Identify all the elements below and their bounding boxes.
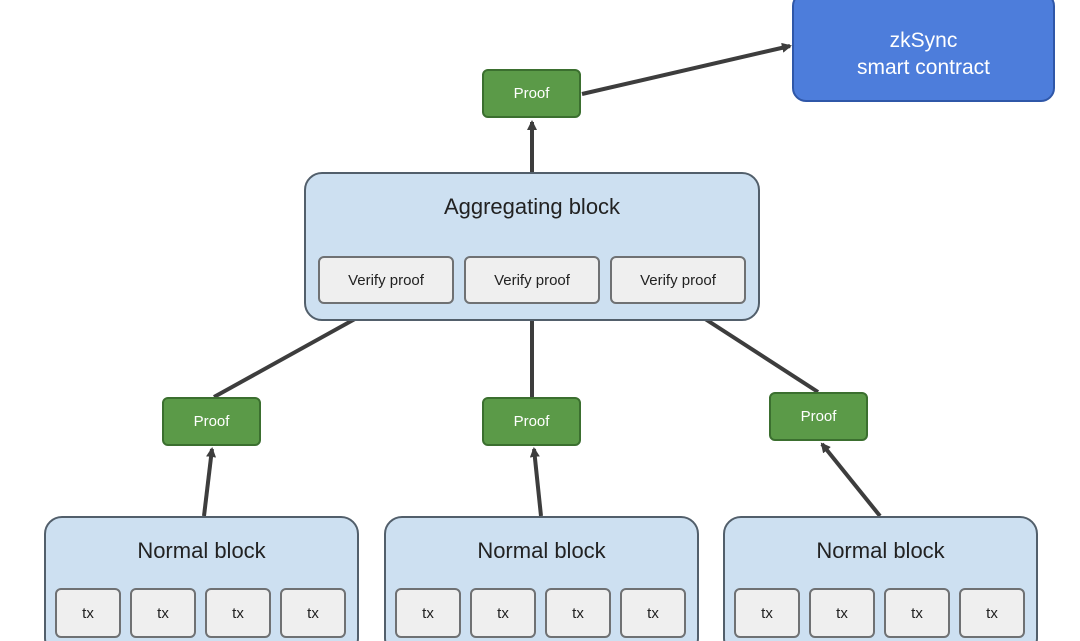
normal-block-middle: Normal block tx tx tx tx — [384, 516, 699, 641]
arrow-normal-left-to-proof — [202, 447, 217, 517]
tx-node: tx — [545, 588, 611, 638]
normal-block-title: Normal block — [816, 538, 945, 563]
tx-label: tx — [572, 604, 584, 622]
normal-block-right: Normal block tx tx tx tx — [723, 516, 1038, 641]
tx-label: tx — [911, 604, 923, 622]
right-proof-node: Proof — [769, 392, 868, 441]
proof-label: Proof — [513, 85, 550, 102]
verify-proof-node: Verify proof — [318, 256, 454, 304]
normal-block-title: Normal block — [137, 538, 266, 563]
aggregating-block-title: Aggregating block — [443, 194, 621, 219]
verify-proof-label: Verify proof — [348, 271, 424, 289]
verify-proof-node: Verify proof — [464, 256, 600, 304]
verify-proof-node: Verify proof — [610, 256, 746, 304]
tx-label: tx — [232, 604, 244, 622]
proof-label: Proof — [800, 408, 837, 425]
normal-block-left: Normal block tx tx tx tx — [44, 516, 359, 641]
tx-label: tx — [761, 604, 773, 622]
tx-label: tx — [82, 604, 94, 622]
verify-proof-label: Verify proof — [640, 271, 716, 289]
zksync-smart-contract-node: zkSync smart contract — [792, 0, 1055, 102]
arrow-top-proof-to-contract — [581, 42, 792, 96]
proof-label: Proof — [193, 413, 230, 430]
tx-label: tx — [836, 604, 848, 622]
tx-node: tx — [205, 588, 271, 638]
tx-node: tx — [470, 588, 536, 638]
tx-node: tx — [620, 588, 686, 638]
normal-block-title: Normal block — [477, 538, 606, 563]
arrow-normal-right-to-proof — [820, 442, 882, 518]
tx-node: tx — [280, 588, 346, 638]
contract-label-line1: zkSync — [889, 29, 958, 52]
tx-node: tx — [734, 588, 800, 638]
tx-label: tx — [647, 604, 659, 622]
tx-node: tx — [55, 588, 121, 638]
contract-label-line2: smart contract — [856, 56, 991, 79]
tx-label: tx — [986, 604, 998, 622]
tx-node: tx — [809, 588, 875, 638]
tx-label: tx — [497, 604, 509, 622]
verify-proof-label: Verify proof — [494, 271, 570, 289]
tx-node: tx — [395, 588, 461, 638]
middle-proof-node: Proof — [482, 397, 581, 446]
tx-node: tx — [959, 588, 1025, 638]
proof-label: Proof — [513, 413, 550, 430]
arrow-normal-mid-to-proof — [529, 447, 543, 517]
tx-label: tx — [307, 604, 319, 622]
left-proof-node: Proof — [162, 397, 261, 446]
aggregating-block-node: Aggregating block Verify proof Verify pr… — [304, 172, 760, 321]
top-proof-node: Proof — [482, 69, 581, 118]
tx-node: tx — [130, 588, 196, 638]
tx-label: tx — [157, 604, 169, 622]
tx-node: tx — [884, 588, 950, 638]
tx-label: tx — [422, 604, 434, 622]
